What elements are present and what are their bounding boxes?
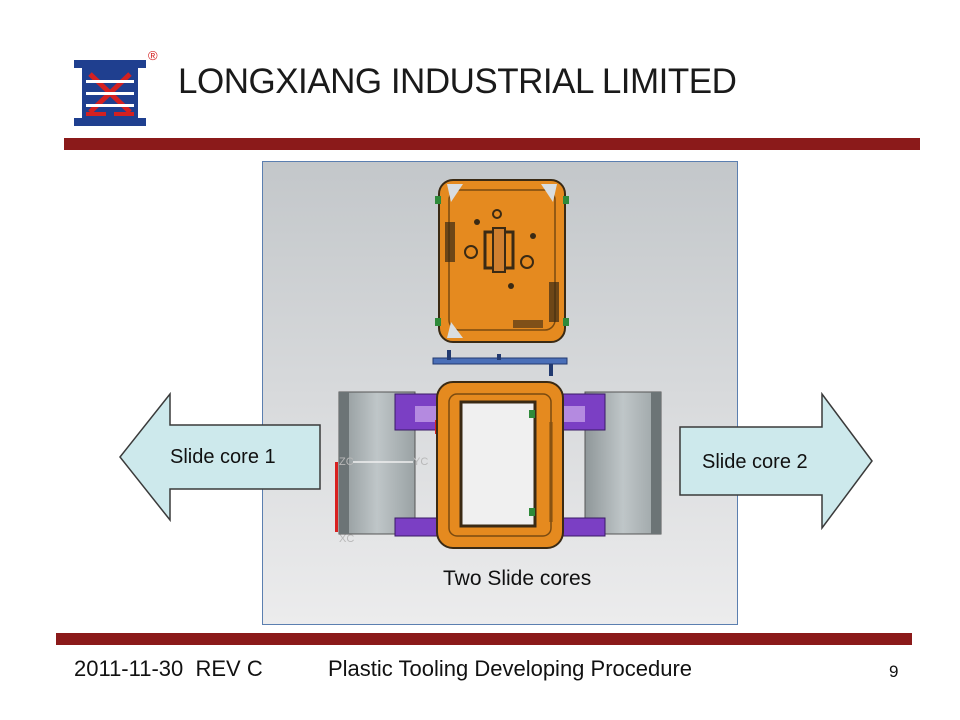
arrow-left-icon <box>118 391 322 523</box>
slide-core-1-label: Slide core 1 <box>170 446 276 468</box>
page-number: 9 <box>889 662 899 681</box>
footer-document-title: Plastic Tooling Developing Procedure <box>328 656 693 681</box>
svg-text:XC: XC <box>339 533 354 545</box>
slide-guides <box>394 393 606 537</box>
figure-caption: Two Slide cores <box>443 567 592 590</box>
footer-divider <box>56 633 912 645</box>
header-divider <box>64 138 920 150</box>
company-name: LONGXIANG INDUSTRIAL LIMITED <box>178 62 737 101</box>
core-part-top <box>435 179 569 343</box>
ejector-rail <box>432 350 568 376</box>
slide-core-2-label: Slide core 2 <box>702 451 808 473</box>
registered-mark: ® <box>148 48 158 63</box>
svg-text:ZC: ZC <box>339 456 354 468</box>
cavity-part-bottom <box>436 381 564 549</box>
mold-slide-core-diagram: ZC YC XC <box>262 161 738 625</box>
longxiang-logo-icon: ® <box>72 48 158 132</box>
arrow-right-icon <box>678 391 874 531</box>
footer-date-rev: 2011-11-30 REV C <box>74 656 263 681</box>
svg-text:YC: YC <box>413 456 428 468</box>
